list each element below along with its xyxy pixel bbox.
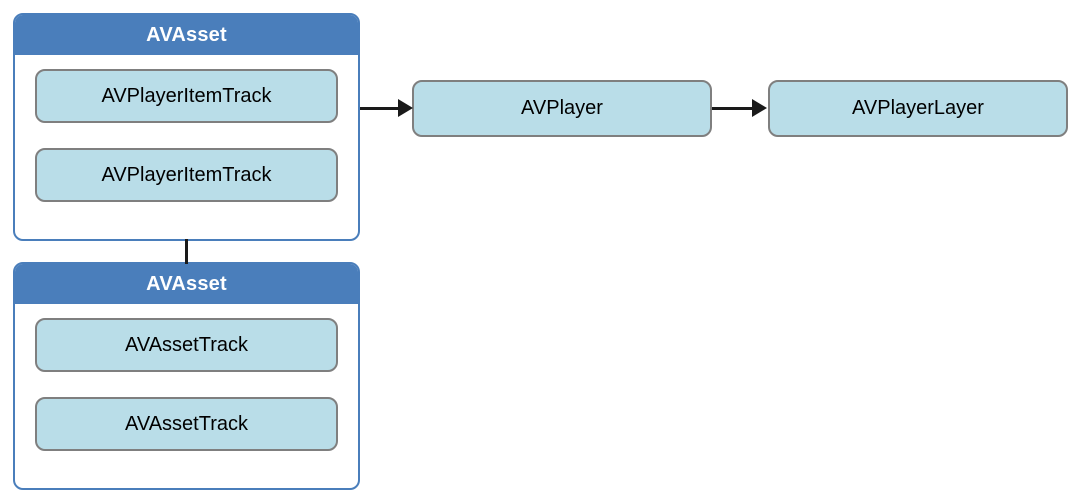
node-avassettrack-2[interactable]: AVAssetTrack bbox=[35, 397, 338, 451]
group-header-avasset: AVAsset bbox=[15, 264, 358, 304]
node-avplayer[interactable]: AVPlayer bbox=[412, 80, 712, 137]
node-avplayeritemtrack-1[interactable]: AVPlayerItemTrack bbox=[35, 69, 338, 123]
edge-avasset-to-avplayer-line bbox=[360, 107, 400, 110]
node-avassettrack-1[interactable]: AVAssetTrack bbox=[35, 318, 338, 372]
node-avplayerlayer[interactable]: AVPlayerLayer bbox=[768, 80, 1068, 137]
group-avasset-player-item-tracks[interactable]: AVAsset AVPlayerItemTrack AVPlayerItemTr… bbox=[13, 13, 360, 241]
edge-avasset-to-avplayer-arrowhead-icon bbox=[398, 99, 413, 117]
edge-avasset-to-avasset-line bbox=[185, 239, 188, 264]
group-body: AVPlayerItemTrack AVPlayerItemTrack bbox=[15, 55, 358, 218]
node-avplayeritemtrack-2[interactable]: AVPlayerItemTrack bbox=[35, 148, 338, 202]
group-body: AVAssetTrack AVAssetTrack bbox=[15, 304, 358, 467]
group-avasset-asset-tracks[interactable]: AVAsset AVAssetTrack AVAssetTrack bbox=[13, 262, 360, 490]
group-header-avasset: AVAsset bbox=[15, 15, 358, 55]
edge-avplayer-to-avplayerlayer-arrowhead-icon bbox=[752, 99, 767, 117]
edge-avplayer-to-avplayerlayer-line bbox=[712, 107, 753, 110]
